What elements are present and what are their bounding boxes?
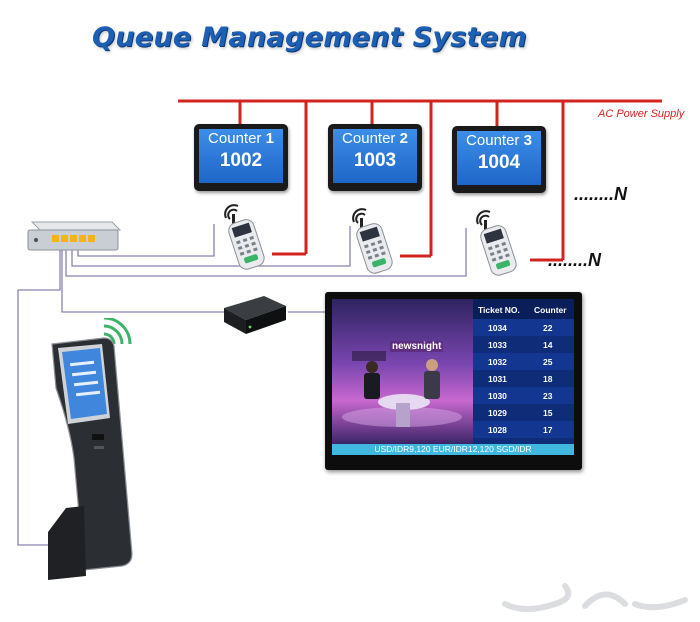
counter-number: 1004 xyxy=(477,152,521,173)
wifi-icon xyxy=(103,318,132,345)
more-keypads-indicator: ........N xyxy=(548,250,602,270)
counter-word: Counter xyxy=(466,132,520,149)
wireless-keypad-3 xyxy=(476,210,517,276)
table-row: 1033 14 xyxy=(473,336,574,353)
ticket-number: 1029 xyxy=(488,408,507,418)
wifi-icon xyxy=(476,210,491,226)
queue-display-screen: newsnight Ticket NO. Counter 1034 22 1033… xyxy=(325,292,582,470)
ticket-number: 1032 xyxy=(488,357,507,367)
ticket-number: 1034 xyxy=(488,323,507,333)
display-inner: newsnight Ticket NO. Counter 1034 22 1033… xyxy=(332,299,574,455)
ticket-number: 1033 xyxy=(488,340,507,350)
counter-index: 3 xyxy=(523,132,532,149)
table-row: 1030 23 xyxy=(473,387,574,404)
currency-ticker: USD/IDR9,120 EUR/IDR12,120 SGD/IDR xyxy=(332,444,574,455)
studio-scene xyxy=(332,299,473,444)
ac-power-bus xyxy=(178,99,662,262)
media-player-box xyxy=(224,296,286,334)
counter-number: 14 xyxy=(543,340,553,350)
counter-number: 25 xyxy=(543,357,553,367)
counter-index: 2 xyxy=(399,130,408,147)
tv-studio-feed: newsnight xyxy=(332,299,473,444)
counter-number: 22 xyxy=(543,323,553,333)
wifi-icon xyxy=(352,208,367,224)
counter-number: 1003 xyxy=(353,150,397,171)
counter-number: 1002 xyxy=(219,150,263,171)
ticket-number: 1030 xyxy=(488,391,507,401)
counter-screen xyxy=(457,131,541,185)
ticket-number: 1031 xyxy=(488,374,507,384)
counter-display-2: Counter 2 1003 xyxy=(328,124,422,191)
counter-screen xyxy=(199,129,283,183)
table-row: 1029 15 xyxy=(473,404,574,421)
header-ticket-no: Ticket NO. xyxy=(478,305,520,315)
watermark-logo xyxy=(502,583,688,612)
table-row: 1031 18 xyxy=(473,370,574,387)
ticket-number: 1028 xyxy=(488,425,507,435)
ticket-table-header: Ticket NO. Counter xyxy=(473,299,574,319)
counter-label: Counter 3 xyxy=(452,132,546,149)
channel-logo: newsnight xyxy=(390,341,444,352)
counter-word: Counter xyxy=(342,130,396,147)
ticket-kiosk xyxy=(48,318,133,580)
network-switch xyxy=(27,221,122,251)
table-row: 1028 17 xyxy=(473,421,574,438)
counter-display-1: Counter 1 1002 xyxy=(194,124,288,191)
counter-word: Counter xyxy=(208,130,262,147)
counter-label: Counter 1 xyxy=(194,130,288,147)
ac-power-label: AC Power Supply xyxy=(598,108,685,120)
counter-number: 23 xyxy=(543,391,553,401)
wireless-keypad-2 xyxy=(352,208,393,274)
counter-label: Counter 2 xyxy=(328,130,422,147)
network-cables xyxy=(17,224,467,546)
wifi-icon xyxy=(224,204,239,220)
table-row: 1034 22 xyxy=(473,319,574,336)
table-row: 1032 25 xyxy=(473,353,574,370)
header-counter: Counter xyxy=(534,305,567,315)
counter-index: 1 xyxy=(265,130,274,147)
more-counters-indicator: ........N xyxy=(574,184,628,204)
wireless-keypad-1 xyxy=(224,204,265,270)
counter-display-3: Counter 3 1004 xyxy=(452,126,546,193)
counter-number: 15 xyxy=(543,408,553,418)
counter-screen xyxy=(333,129,417,183)
diagram-title: Queue Management System xyxy=(92,22,527,53)
counter-number: 18 xyxy=(543,374,553,384)
counter-number: 17 xyxy=(543,425,553,435)
